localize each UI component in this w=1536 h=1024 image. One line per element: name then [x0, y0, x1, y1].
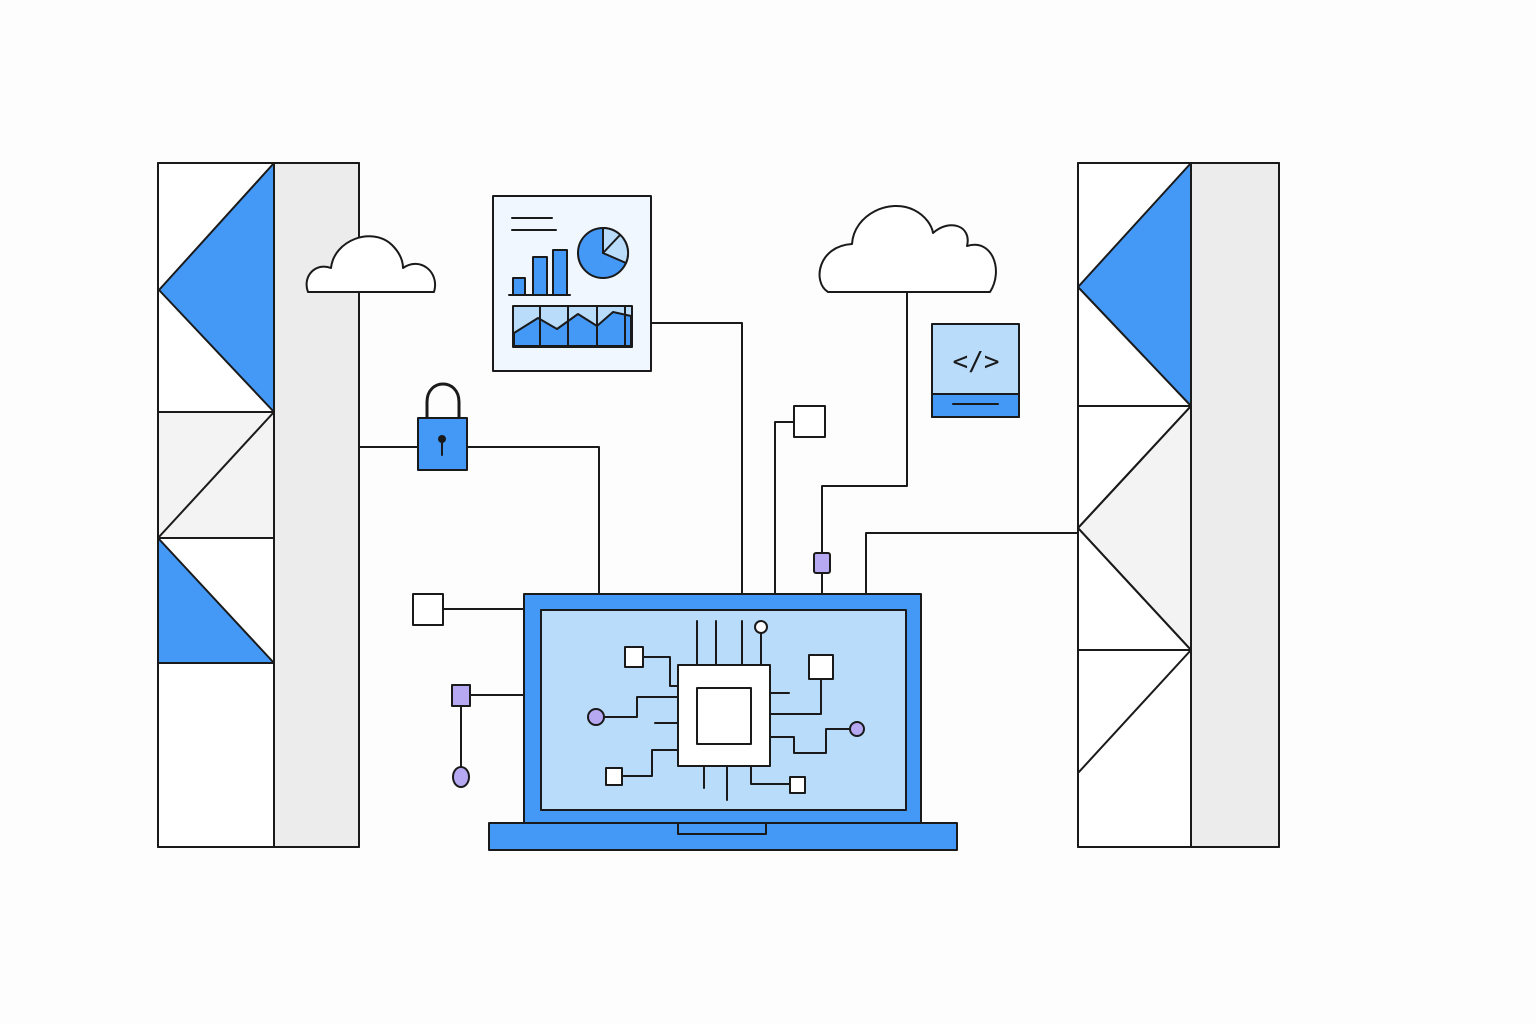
connection-lines: [358, 291, 1079, 769]
node-square: [412, 593, 444, 626]
line-right-server-to-laptop: [865, 532, 1079, 595]
circuit-trace: [621, 749, 679, 777]
circuit-trace: [769, 678, 822, 715]
laptop-base: [488, 822, 958, 851]
circuit-trace: [769, 728, 851, 754]
code-window-footer: [931, 393, 1020, 418]
circuit-pad: [754, 620, 768, 634]
area-chart-fill: [513, 311, 632, 347]
area-chart-gridline: [539, 305, 626, 348]
laptop-icon: [488, 593, 958, 851]
line-dashboard-to-laptop: [650, 322, 743, 595]
padlock-shackle: [425, 382, 461, 420]
right-server-tower: [1077, 162, 1280, 848]
node-square: [793, 405, 826, 438]
padlock-icon: [417, 382, 468, 471]
left-server-outline: [157, 162, 360, 848]
cpu-chip-icon: [587, 620, 865, 801]
circuit-trace: [750, 765, 791, 785]
circuit-pad: [789, 776, 806, 794]
cpu-chip-core: [696, 687, 752, 745]
code-window-glyph: </>: [953, 347, 1000, 377]
purple-node: [452, 766, 470, 788]
circuit-pad: [808, 654, 834, 680]
left-server-diagonal: [157, 411, 275, 539]
pie-chart-slice-divider: [602, 234, 621, 254]
circuit-trace: [703, 765, 728, 801]
circuit-pad-purple: [587, 708, 605, 726]
cloud-icon: [818, 205, 997, 293]
line-left-server-to-laptop: [358, 446, 600, 595]
circuit-pad-purple: [849, 721, 865, 737]
cloud-icon: [305, 235, 437, 293]
purple-node: [451, 684, 471, 707]
right-server-diag-2: [1077, 649, 1192, 774]
pie-chart-slice: [602, 226, 630, 264]
analytics-dashboard-icon: [492, 195, 652, 372]
code-window-icon: </>: [931, 323, 1020, 418]
bar-chart-bar: [532, 256, 548, 296]
laptop-trackpad-notch: [677, 822, 767, 835]
circuit-trace: [642, 656, 679, 687]
circuit-pad: [605, 767, 623, 786]
right-server-outline: [1077, 162, 1280, 848]
bar-chart-bar: [512, 277, 526, 296]
circuit-trace: [603, 696, 679, 718]
bar-chart-bar: [552, 249, 568, 296]
purple-node: [813, 552, 831, 574]
line-cloud-right-to-laptop: [821, 291, 908, 595]
right-server-side-panel: [1190, 162, 1280, 848]
circuit-trace: [696, 620, 743, 666]
circuit-pad: [624, 646, 644, 668]
left-server-tower: [157, 162, 360, 848]
line-small-node-to-laptop: [774, 421, 794, 595]
